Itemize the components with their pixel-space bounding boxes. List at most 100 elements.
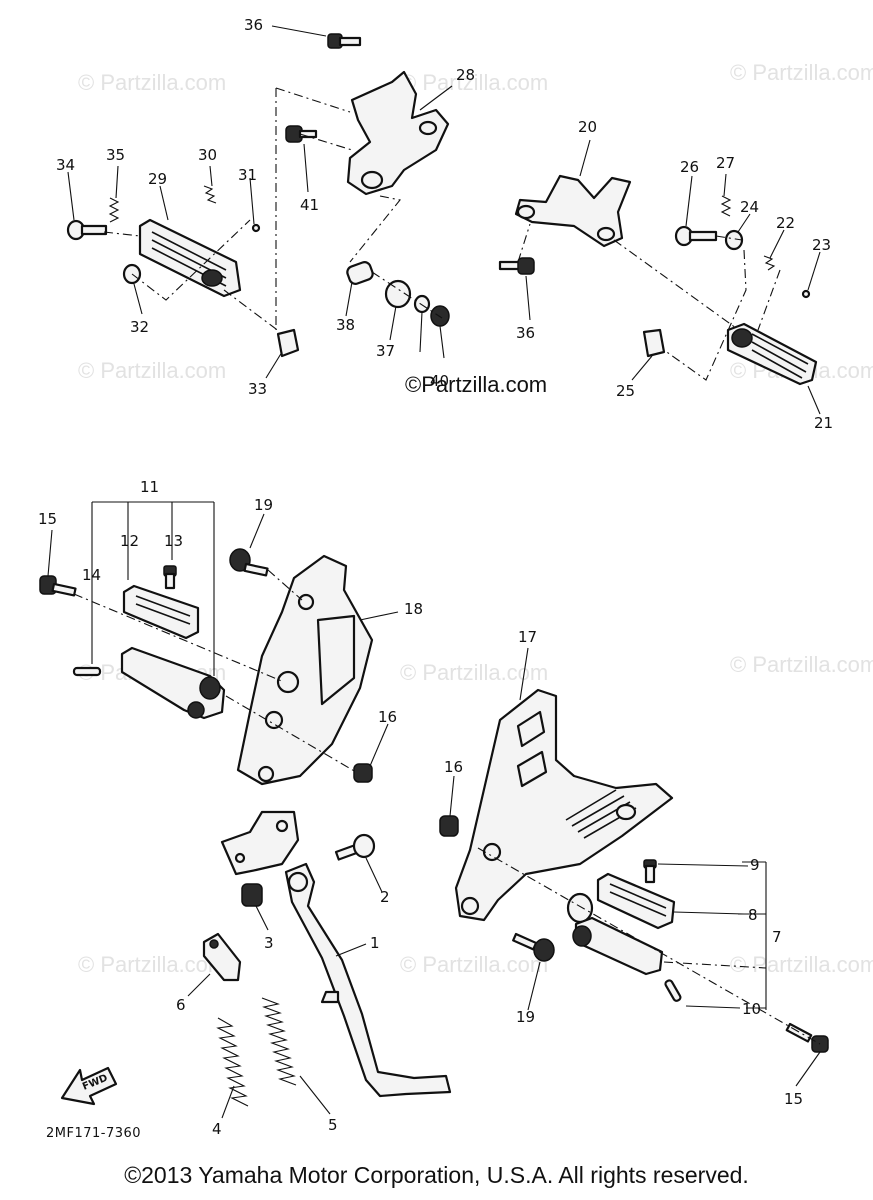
nut-40 xyxy=(430,305,450,327)
footrest-body-7 xyxy=(566,892,664,976)
callout-31: 31 xyxy=(238,166,257,184)
callout-25: 25 xyxy=(616,382,635,400)
callout-19: 19 xyxy=(516,1008,535,1026)
callout-19: 19 xyxy=(254,496,273,514)
center-watermark: ©Partzilla.com xyxy=(405,372,547,397)
callout-38: 38 xyxy=(336,316,355,334)
assembly-line xyxy=(349,195,401,263)
assembly-line xyxy=(715,235,743,241)
spring-27 xyxy=(720,195,732,217)
callout-29: 29 xyxy=(148,170,167,188)
bracket-hole xyxy=(516,204,536,220)
plate-hole xyxy=(482,842,502,862)
watermark: © Partzilla.com xyxy=(400,660,548,685)
assembly-line xyxy=(663,961,767,969)
watermark: © Partzilla.com xyxy=(78,952,226,977)
callout-28: 28 xyxy=(456,66,475,84)
bolt-19 xyxy=(512,932,555,962)
callout-21: 21 xyxy=(814,414,833,432)
sidestand-assembly xyxy=(202,810,452,1107)
callout-1: 1 xyxy=(370,934,380,952)
spring-5 xyxy=(261,997,297,1086)
callout-20: 20 xyxy=(578,118,597,136)
group-bracket-11 xyxy=(91,501,215,676)
callout-5: 5 xyxy=(328,1116,338,1134)
bolt-15 xyxy=(39,575,77,597)
callout-16: 16 xyxy=(444,758,463,776)
callout-30: 30 xyxy=(198,146,217,164)
footrest-21 xyxy=(726,322,818,386)
bracket-hole xyxy=(234,852,246,864)
callout-10: 10 xyxy=(742,1000,761,1018)
nut-16 xyxy=(439,815,459,837)
group-bracket-11 xyxy=(127,502,173,580)
assembly-line xyxy=(663,249,747,381)
callout-15: 15 xyxy=(784,1090,803,1108)
assembly-line xyxy=(225,695,357,773)
bracket-hole xyxy=(275,819,289,833)
bolt-34 xyxy=(66,219,108,241)
assembly-line xyxy=(223,289,281,333)
plate-slot xyxy=(516,750,548,788)
bolt-9 xyxy=(643,859,657,884)
pin-31 xyxy=(251,223,261,233)
callout-26: 26 xyxy=(680,158,699,176)
callout-27: 27 xyxy=(716,154,735,172)
callout-33: 33 xyxy=(248,380,267,398)
spring-4 xyxy=(216,1017,249,1107)
washer-40 xyxy=(413,294,431,314)
washer-37 xyxy=(384,279,412,309)
callout-numbers: 36 28 41 34 35 29 30 31 32 33 38 37 40 2… xyxy=(38,16,833,1138)
front-left-footrest-assembly xyxy=(39,501,374,786)
bracket-hole xyxy=(360,170,384,190)
plate-hole xyxy=(297,593,315,611)
copyright-notice: ©2013 Yamaha Motor Corporation, U.S.A. A… xyxy=(124,1162,749,1188)
callout-34: 34 xyxy=(56,156,75,174)
callout-36: 36 xyxy=(244,16,263,34)
watermark: © Partzilla.com xyxy=(400,70,548,95)
spring-22 xyxy=(763,255,776,271)
plate-window xyxy=(316,614,356,706)
clip-33 xyxy=(276,328,300,358)
callout-15: 15 xyxy=(38,510,57,528)
bolt-36 xyxy=(327,33,362,49)
watermark: © Partzilla.com xyxy=(730,652,873,677)
plate-hole xyxy=(615,803,637,821)
callout-37: 37 xyxy=(376,342,395,360)
callout-7: 7 xyxy=(772,928,782,946)
stand-bracket xyxy=(220,810,300,876)
pin-23 xyxy=(801,289,811,299)
watermark: © Partzilla.com xyxy=(78,70,226,95)
plate-hole xyxy=(264,710,284,730)
footrest-plate-17 xyxy=(454,688,674,922)
callout-11: 11 xyxy=(140,478,159,496)
callout-18: 18 xyxy=(404,600,423,618)
callout-12: 12 xyxy=(120,532,139,550)
footrest-body-11 xyxy=(120,646,226,720)
callout-17: 17 xyxy=(518,628,537,646)
bolt-36 xyxy=(498,257,535,275)
assembly-line xyxy=(131,219,251,301)
callout-9: 9 xyxy=(750,856,760,874)
callout-24: 24 xyxy=(740,198,759,216)
callout-23: 23 xyxy=(812,236,831,254)
footrest-rubber-12 xyxy=(122,584,200,640)
callout-22: 22 xyxy=(776,214,795,232)
callout-35: 35 xyxy=(106,146,125,164)
assembly-line xyxy=(517,223,531,263)
assembly-line xyxy=(103,231,141,237)
plate-hole xyxy=(460,896,480,916)
collar-38 xyxy=(346,261,374,285)
spring-hook xyxy=(320,990,340,1004)
callout-8: 8 xyxy=(748,906,758,924)
assembly-line xyxy=(371,271,443,319)
rear-left-footrest-assembly xyxy=(66,33,450,358)
bracket-hole xyxy=(596,226,616,242)
footrest-rubber-8 xyxy=(596,872,676,930)
spring-35 xyxy=(108,197,120,223)
callout-40: 40 xyxy=(430,372,449,390)
watermark: © Partzilla.com xyxy=(400,952,548,977)
front-right-footrest-assembly xyxy=(439,688,829,1053)
diagram-part-code: 2MF171-7360 xyxy=(46,1126,142,1141)
stand-pivot xyxy=(287,871,309,893)
